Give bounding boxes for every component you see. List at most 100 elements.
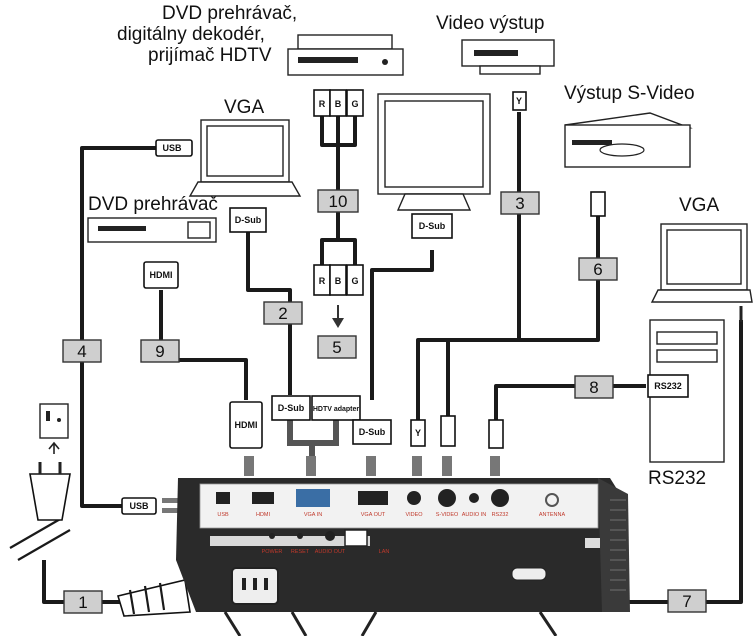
hdtv-adapter-plug: HDTV adapter	[311, 395, 361, 421]
monitor-device	[377, 93, 491, 211]
audio-in-port[interactable]	[469, 493, 479, 503]
svg-text:G: G	[351, 276, 358, 286]
vga-left-label: VGA	[224, 97, 264, 118]
svg-text:USB: USB	[129, 501, 149, 511]
rs232-plug: RS232	[647, 374, 689, 398]
svg-text:B: B	[335, 276, 342, 286]
cable-rgb-top	[320, 115, 357, 147]
dsub-plug-projector-1: D-Sub	[271, 395, 311, 421]
projector: USB HDMI VGA IN VGA OUT VIDEO S-VIDEO AU…	[176, 478, 630, 636]
svg-text:RESET: RESET	[291, 549, 310, 555]
antenna-port[interactable]	[545, 493, 559, 507]
usb-plug-bottom: USB	[121, 497, 157, 515]
hdmi-plug-top: HDMI	[143, 261, 179, 289]
svideo-plug-top	[590, 191, 606, 217]
svg-text:G: G	[351, 99, 358, 109]
rs232-plug-bottom	[488, 419, 504, 449]
svg-text:VGA OUT: VGA OUT	[361, 512, 386, 518]
hdmi-plug-bottom: HDMI	[229, 401, 263, 449]
svg-text:1: 1	[78, 593, 87, 612]
svg-text:LAN: LAN	[379, 549, 390, 555]
wall-socket-device	[39, 403, 69, 454]
cable-number-3: 3	[500, 191, 540, 215]
cable-number-9: 9	[140, 339, 180, 363]
svg-text:AUDIO IN: AUDIO IN	[462, 512, 486, 518]
svg-text:3: 3	[515, 194, 524, 213]
svg-text:D-Sub: D-Sub	[235, 215, 262, 225]
cable-number-10: 10	[317, 189, 359, 213]
cable-number-1: 1	[63, 590, 103, 614]
svg-text:Y: Y	[516, 96, 522, 106]
cable-number-2: 2	[263, 301, 303, 325]
svg-text:ANTENNA: ANTENNA	[539, 512, 566, 518]
svg-text:10: 10	[329, 192, 348, 211]
svg-text:RS232: RS232	[654, 381, 682, 391]
vcr-device	[461, 39, 555, 75]
svideo-deck-device	[564, 112, 693, 168]
svg-text:7: 7	[682, 592, 691, 611]
y-plug-top: Y	[512, 91, 527, 111]
svideo-out-label: Výstup S-Video	[564, 83, 695, 104]
svg-text:D-Sub: D-Sub	[419, 221, 446, 231]
svg-text:USB: USB	[217, 512, 229, 518]
svg-text:2: 2	[278, 304, 287, 323]
rgb-plugs-bottom: R B G	[313, 264, 364, 296]
dvd-player-label: DVD prehrávač	[88, 194, 218, 215]
svg-text:D-Sub: D-Sub	[278, 403, 305, 413]
cable-number-6: 6	[578, 257, 618, 281]
usb-port[interactable]	[216, 492, 230, 504]
svg-text:Y: Y	[415, 428, 421, 438]
svg-text:USB: USB	[162, 143, 182, 153]
dsub-plug-monitor: D-Sub	[411, 213, 453, 239]
power-led	[269, 533, 275, 539]
cable-power-curl	[9, 517, 71, 561]
dvd-decoder-label-1: DVD prehrávač,	[162, 3, 297, 24]
vga-in-port[interactable]	[296, 489, 330, 507]
video-out-label: Video výstup	[436, 13, 544, 34]
svg-text:D-Sub: D-Sub	[359, 427, 386, 437]
vga-out-port[interactable]	[358, 491, 388, 505]
svg-text:4: 4	[77, 342, 86, 361]
laptop-right-device	[650, 223, 753, 303]
svg-text:HDMI: HDMI	[256, 512, 271, 518]
svg-text:HDTV adapter: HDTV adapter	[313, 406, 360, 413]
svg-text:HDMI: HDMI	[150, 270, 173, 280]
svg-text:R: R	[319, 99, 326, 109]
dsub-plug-projector-2: D-Sub	[352, 419, 392, 445]
hdmi-port[interactable]	[252, 492, 274, 504]
laptop-left-device	[188, 119, 302, 197]
dvd-decoder-device	[287, 34, 404, 76]
svg-text:9: 9	[155, 342, 164, 361]
rs232-port[interactable]	[491, 489, 509, 507]
cable-usb	[80, 146, 162, 508]
svg-text:8: 8	[589, 378, 598, 397]
svg-text:HDMI: HDMI	[235, 420, 258, 430]
svg-text:R: R	[319, 276, 326, 286]
wall-plug	[29, 462, 71, 521]
usb-plug-top: USB	[155, 139, 193, 157]
svg-text:VIDEO: VIDEO	[405, 512, 423, 518]
dvd-decoder-label-3: prijímač HDTV	[148, 45, 272, 66]
cable-dsub-monitor	[370, 250, 434, 400]
y-plug-bottom: Y	[410, 419, 426, 447]
cable-number-4: 4	[62, 339, 102, 363]
dvd-player-device	[87, 217, 217, 243]
cable-number-7: 7	[667, 589, 707, 613]
svg-text:VGA IN: VGA IN	[304, 512, 322, 518]
rgb-plugs-top: R B G	[313, 89, 364, 117]
svg-text:RS232: RS232	[492, 512, 509, 518]
rs232-pc-label: RS232	[648, 468, 706, 489]
svideo-port[interactable]	[438, 489, 456, 507]
audio-out-port[interactable]	[325, 531, 335, 541]
reset-button[interactable]	[297, 533, 303, 539]
svg-text:5: 5	[332, 338, 341, 357]
svg-text:S-VIDEO: S-VIDEO	[436, 512, 459, 518]
dsub-plug-laptop: D-Sub	[229, 207, 267, 233]
cable-dsub-laptop	[246, 232, 292, 395]
lan-port[interactable]	[344, 529, 368, 547]
svg-text:POWER: POWER	[262, 549, 283, 555]
video-port[interactable]	[407, 491, 421, 505]
svideo-plug-bottom	[440, 415, 456, 447]
